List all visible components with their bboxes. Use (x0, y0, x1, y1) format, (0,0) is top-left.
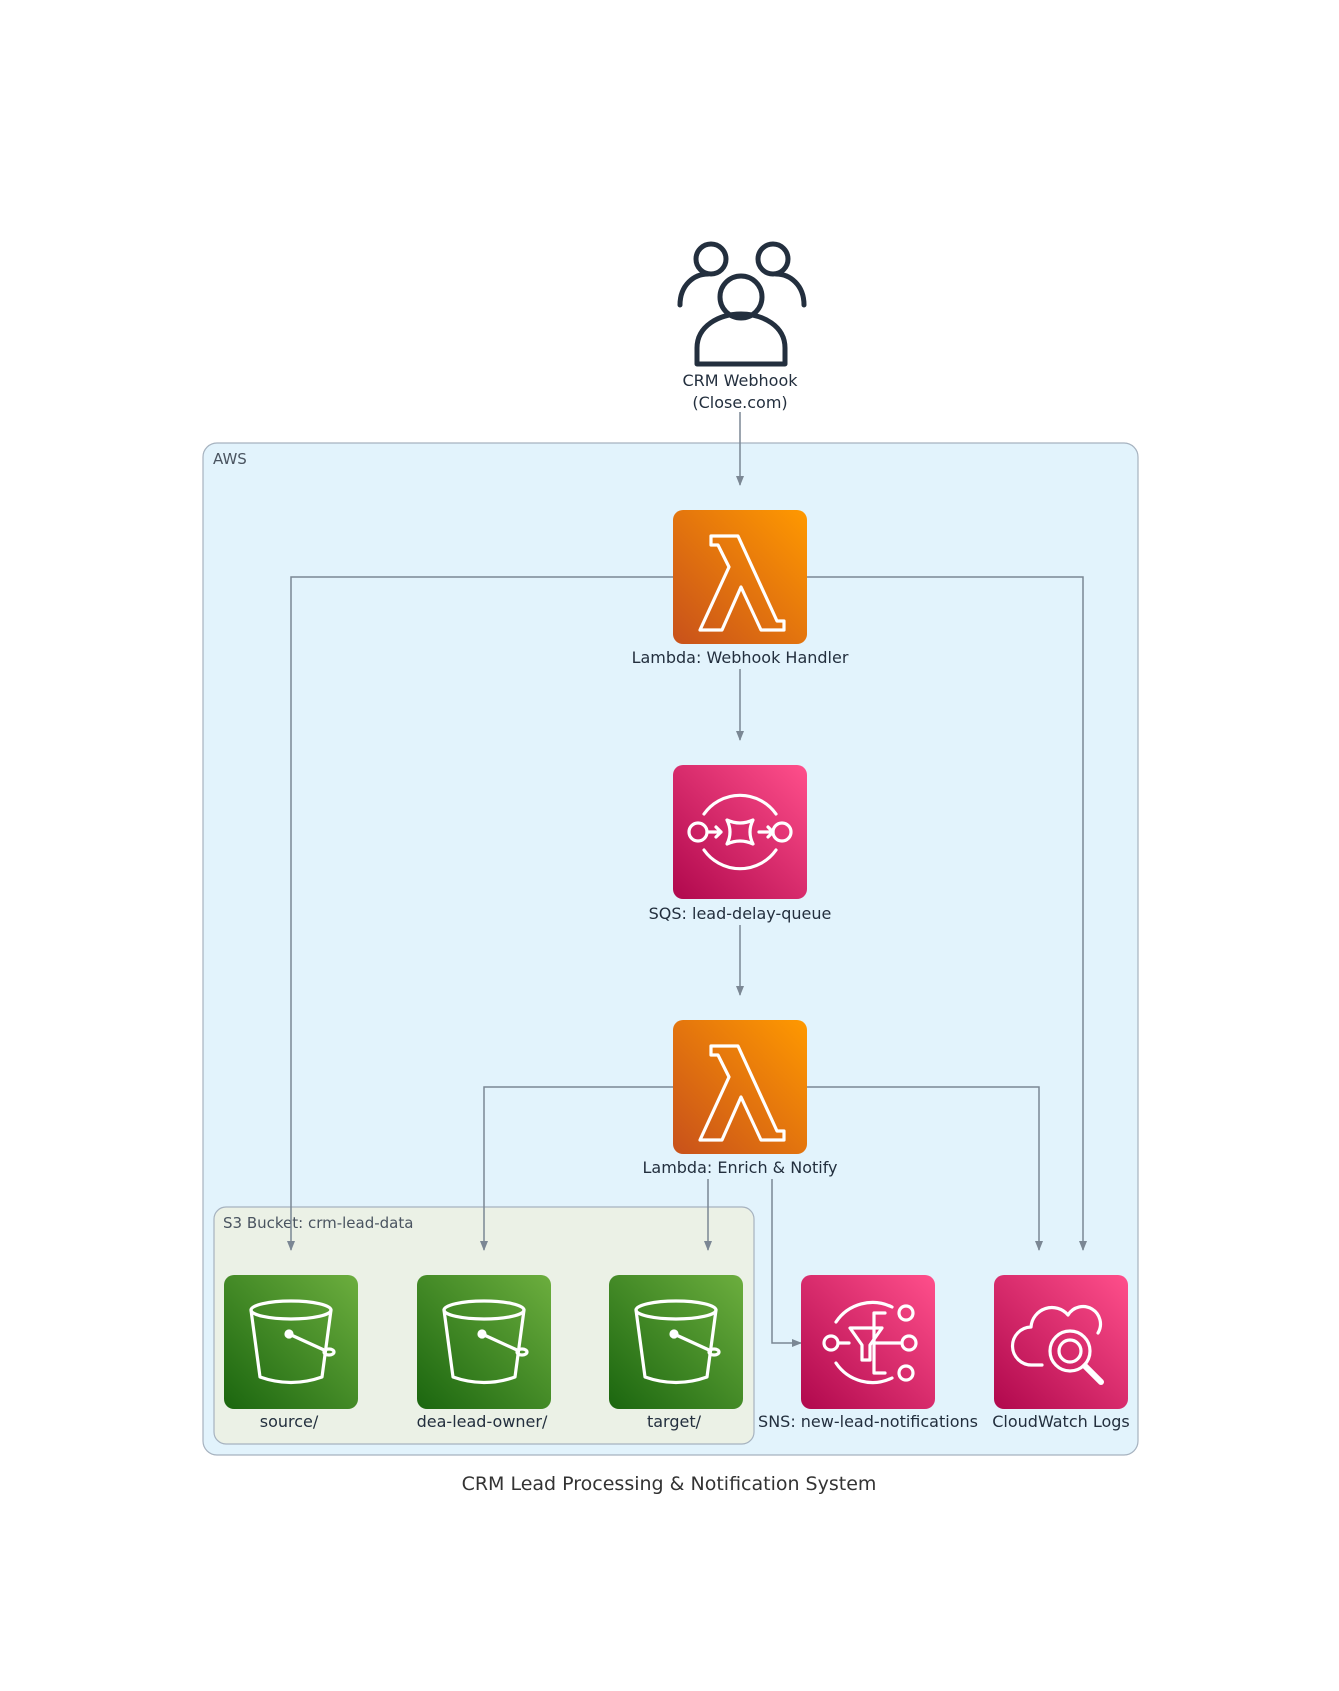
lambda-webhook-handler-node[interactable]: Lambda: Webhook Handler (632, 510, 849, 667)
users-icon (677, 241, 807, 367)
crm-webhook-label-line2: (Close.com) (692, 393, 787, 412)
edge-enrich-to-cloudwatch (807, 1086, 1043, 1251)
edge-enrich-to-s3-owner (480, 1086, 673, 1251)
s3-target-label: target/ (647, 1412, 702, 1431)
sns-node[interactable]: SNS: new-lead-notifications (758, 1275, 978, 1431)
lambda-enrich-notify-label: Lambda: Enrich & Notify (642, 1158, 837, 1177)
s3-dea-lead-owner-node[interactable]: dea-lead-owner/ (417, 1275, 551, 1431)
cloudwatch-logs-node[interactable]: CloudWatch Logs (992, 1275, 1130, 1431)
bucket-icon (634, 1299, 721, 1385)
aws-group-label: AWS (213, 450, 247, 468)
edges (287, 412, 1087, 1347)
edge-lambda-to-s3-source (287, 576, 673, 1251)
diagram-caption: CRM Lead Processing & Notification Syste… (462, 1473, 877, 1495)
lambda-icon (698, 534, 786, 632)
crm-webhook-label-line1: CRM Webhook (682, 371, 798, 390)
lambda-webhook-handler-label: Lambda: Webhook Handler (632, 648, 849, 667)
s3-bucket-group-label: S3 Bucket: crm-lead-data (223, 1214, 413, 1232)
cloudwatch-logs-label: CloudWatch Logs (992, 1412, 1130, 1431)
lambda-enrich-notify-node[interactable]: Lambda: Enrich & Notify (642, 1020, 838, 1177)
s3-dea-lead-owner-label: dea-lead-owner/ (417, 1412, 548, 1431)
aws-group: AWS (202, 442, 1139, 1456)
s3-target-node[interactable]: target/ (609, 1275, 743, 1431)
cloudwatch-icon (1010, 1304, 1104, 1385)
sqs-label: SQS: lead-delay-queue (649, 904, 832, 923)
bucket-icon (249, 1299, 336, 1385)
s3-source-label: source/ (260, 1412, 319, 1431)
sqs-node[interactable]: SQS: lead-delay-queue (649, 765, 832, 923)
sns-label: SNS: new-lead-notifications (758, 1412, 978, 1431)
lambda-icon (698, 1044, 786, 1142)
sns-icon (822, 1300, 918, 1385)
crm-webhook-node[interactable]: CRM Webhook (Close.com) (677, 241, 807, 412)
bucket-icon (442, 1299, 529, 1385)
edge-lambda-to-cloudwatch (807, 576, 1087, 1251)
s3-source-node[interactable]: source/ (224, 1275, 358, 1431)
sqs-icon (687, 793, 793, 871)
edge-enrich-to-sns (771, 1179, 802, 1347)
